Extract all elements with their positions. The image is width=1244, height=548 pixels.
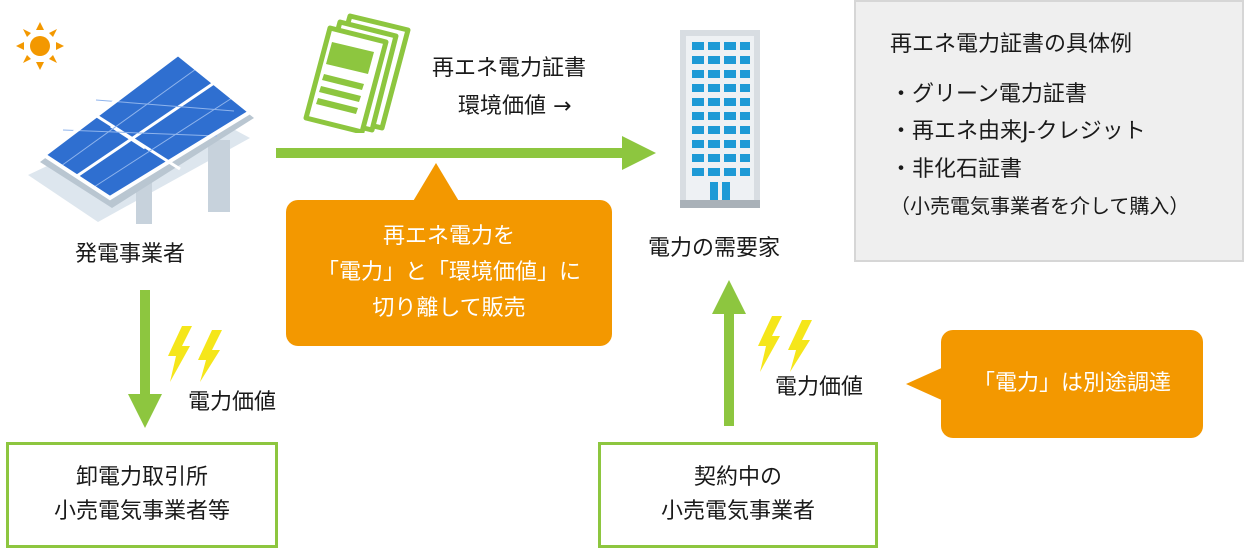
example-item: ・非化石証書 <box>890 156 1023 182</box>
sun-icon <box>16 22 64 70</box>
examples-title: 再エネ電力証書の具体例 <box>890 32 1133 57</box>
example-item: ・グリーン電力証書 <box>890 82 1087 107</box>
certificate-label: 再エネ電力証書 <box>432 56 587 81</box>
certificate-document-icon <box>303 13 411 133</box>
lightning-icon <box>758 316 812 372</box>
building-icon <box>680 30 760 208</box>
wholesale-line: 卸電力取引所 <box>75 464 208 490</box>
retailer-line: 小売電気事業者 <box>660 499 815 524</box>
environmental-value-label: 環境価値 → <box>458 94 572 119</box>
split-callout-line: 切り離して販売 <box>372 296 526 322</box>
separate-callout-pointer <box>906 366 946 402</box>
split-callout-line: 再エネ電力を <box>382 223 515 249</box>
example-item: ・再エネ由来J-クレジット <box>890 119 1146 145</box>
power-flow-down-arrow <box>128 290 162 428</box>
lightning-icon <box>168 326 222 382</box>
solar-panel-icon <box>28 51 254 224</box>
split-callout-line: 「電力」と「環境価値」に <box>316 259 581 285</box>
wholesale-line: 小売電気事業者等 <box>53 499 230 524</box>
wholesale-market-box: 卸電力取引所 小売電気事業者等 <box>6 442 278 548</box>
separate-callout-text: 「電力」は別途調達 <box>972 370 1171 396</box>
generator-label: 発電事業者 <box>75 242 186 267</box>
certificate-examples-box: 再エネ電力証書の具体例 ・グリーン電力証書 ・再エネ由来J-クレジット ・非化石… <box>854 0 1244 262</box>
separate-procurement-callout: 「電力」は別途調達 <box>941 330 1203 438</box>
split-callout-pointer <box>412 163 460 203</box>
certificate-flow-arrow <box>276 136 656 170</box>
retailer-line: 契約中の <box>693 464 782 490</box>
examples-note: （小売電気事業者を介して購入） <box>890 194 1190 219</box>
power-flow-up-arrow <box>712 280 746 426</box>
power-value-left-label: 電力価値 <box>188 390 277 415</box>
split-sale-callout: 再エネ電力を 「電力」と「環境価値」に 切り離して販売 <box>286 200 612 346</box>
retailer-box: 契約中の 小売電気事業者 <box>598 442 878 548</box>
consumer-label: 電力の需要家 <box>648 236 781 261</box>
power-value-right-label: 電力価値 <box>775 375 864 400</box>
